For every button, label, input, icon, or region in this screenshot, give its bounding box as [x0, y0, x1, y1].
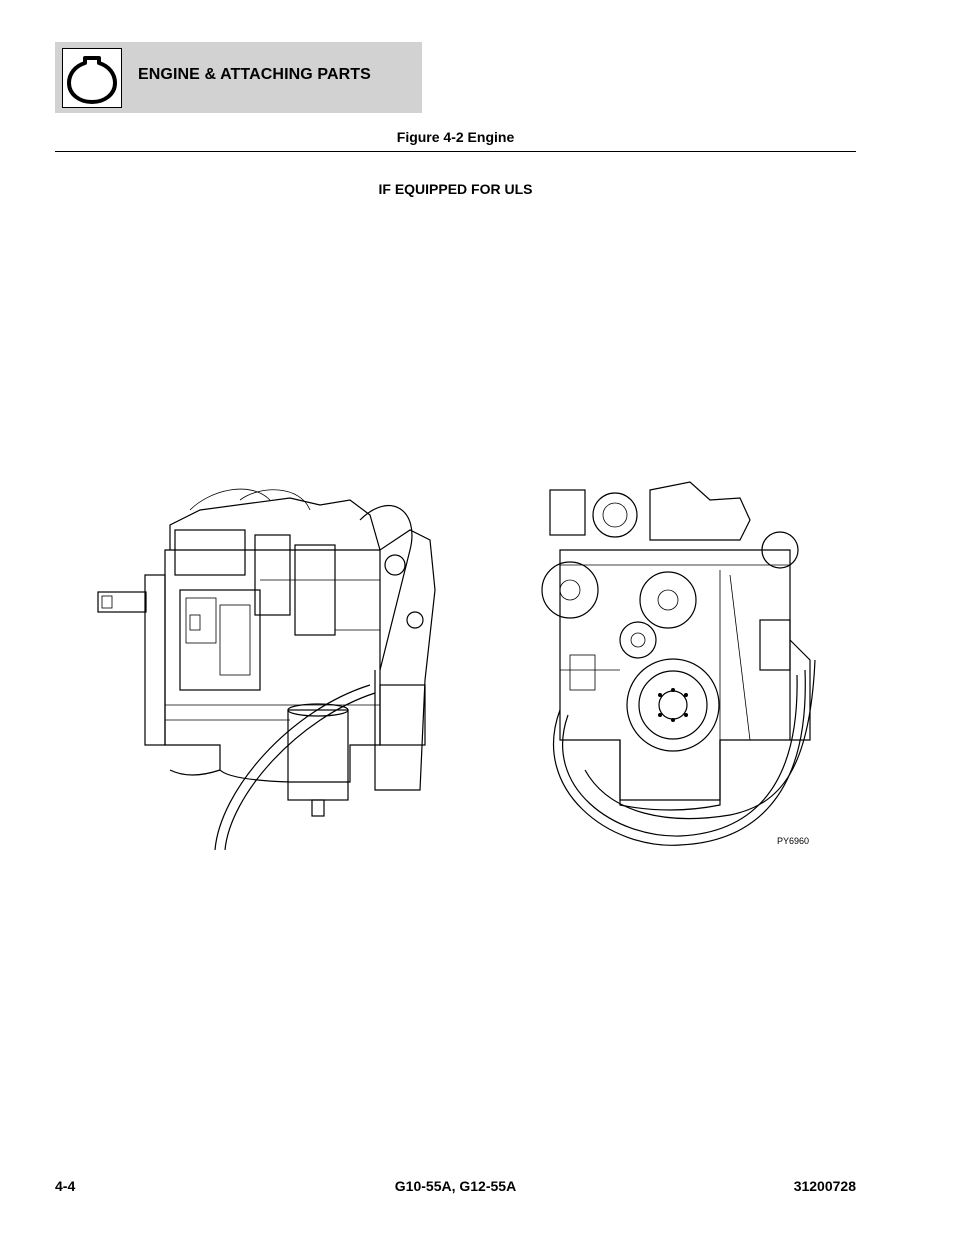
- section-title: ENGINE & ATTACHING PARTS: [138, 66, 371, 83]
- page-number: 4-4: [55, 1178, 76, 1194]
- document-number: 31200728: [793, 1178, 856, 1194]
- section-header: ENGINE & ATTACHING PARTS: [55, 42, 422, 113]
- model-numbers: G10-55A, G12-55A: [394, 1178, 517, 1194]
- engine-side-view: [97, 488, 436, 851]
- figure-subtitle: IF EQUIPPED FOR ULS: [378, 181, 533, 197]
- engine-section-icon: [62, 48, 122, 108]
- engine-illustration: [90, 470, 830, 860]
- figure-code: PY6960: [777, 836, 810, 846]
- engine-front-view: [541, 481, 816, 846]
- engine-drawing: [97, 481, 816, 851]
- figure-title: Figure 4-2 Engine: [396, 129, 515, 145]
- divider: [55, 151, 856, 152]
